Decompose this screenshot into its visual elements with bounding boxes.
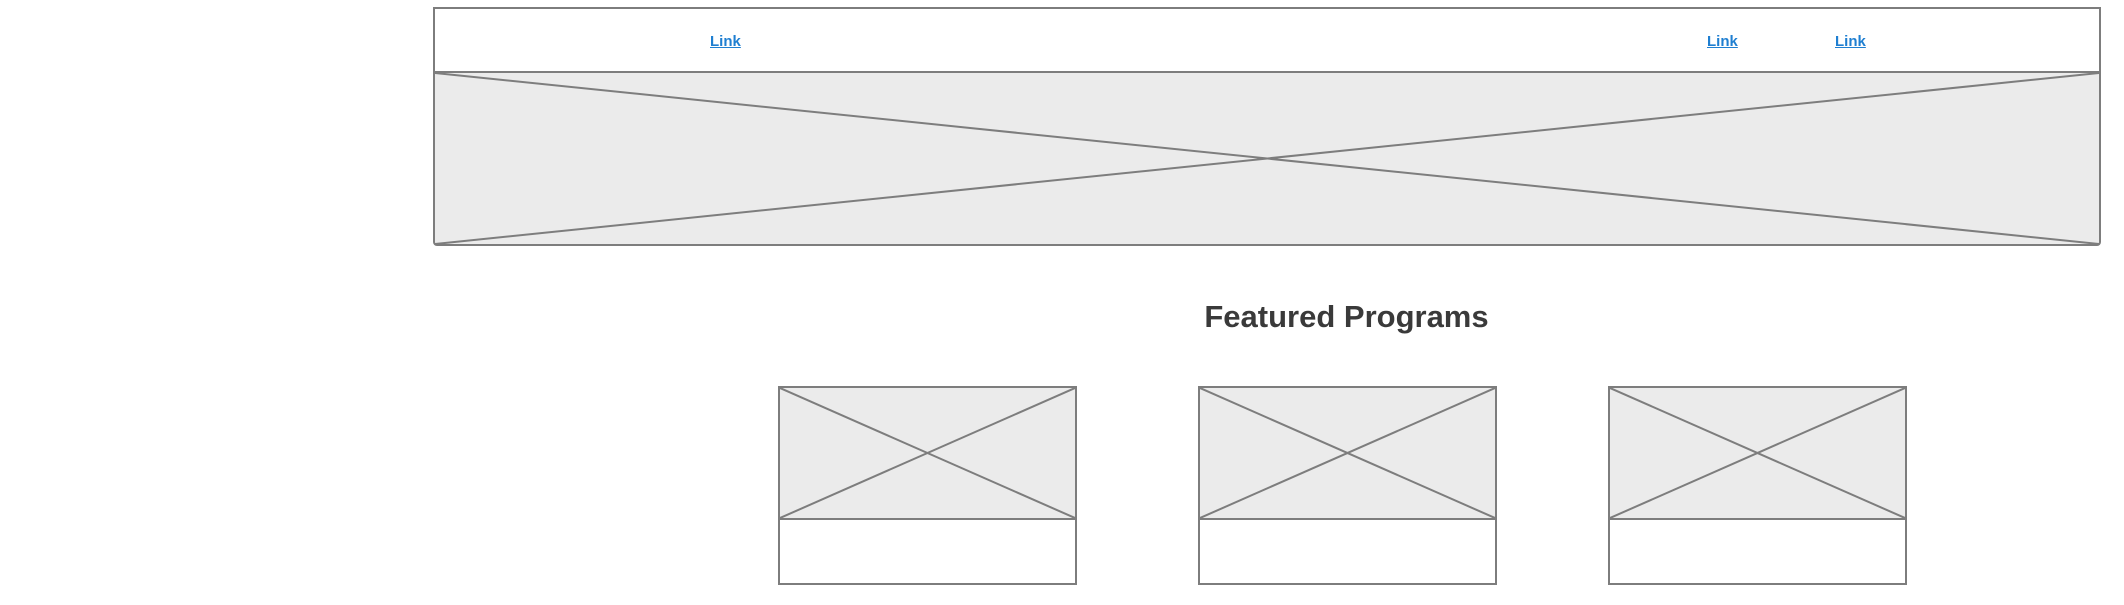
- image-placeholder-icon: [1200, 388, 1495, 518]
- program-card[interactable]: [778, 386, 1077, 585]
- hero-image-placeholder: [433, 71, 2101, 246]
- program-card-body: [1610, 520, 1905, 583]
- nav-link-2[interactable]: Link: [1707, 33, 1738, 50]
- program-card[interactable]: [1198, 386, 1497, 585]
- top-navigation-bar: Link Link Link: [433, 7, 2101, 71]
- nav-link-3[interactable]: Link: [1835, 33, 1866, 50]
- program-card-body: [1200, 520, 1495, 583]
- nav-link-1[interactable]: Link: [710, 33, 741, 50]
- program-card-body: [780, 520, 1075, 583]
- program-card-image-placeholder: [1198, 386, 1497, 520]
- featured-programs-heading: Featured Programs: [1204, 299, 1489, 334]
- program-card-image-placeholder: [778, 386, 1077, 520]
- program-card[interactable]: [1608, 386, 1907, 585]
- image-placeholder-icon: [780, 388, 1075, 518]
- image-placeholder-icon: [435, 73, 2099, 244]
- image-placeholder-icon: [1610, 388, 1905, 518]
- program-card-image-placeholder: [1608, 386, 1907, 520]
